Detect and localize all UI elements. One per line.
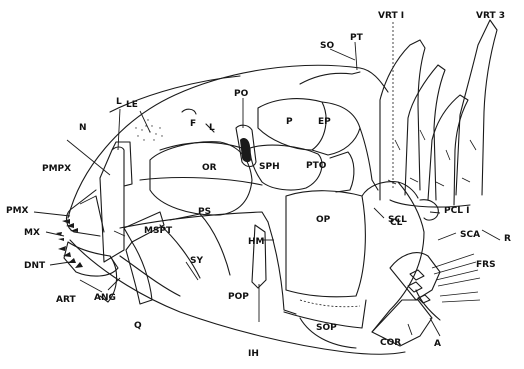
- label-or: OR: [202, 163, 217, 173]
- label-r: R: [504, 234, 511, 244]
- label-ih: IH: [248, 349, 259, 359]
- label-f: F: [190, 119, 196, 129]
- label-sph: SPH: [259, 162, 280, 172]
- label-l2: L: [209, 123, 215, 133]
- label-a: A: [434, 339, 441, 349]
- label-ep: EP: [318, 117, 331, 127]
- label-sop: SOP: [316, 323, 337, 333]
- label-cor: COR: [380, 338, 401, 348]
- label-mspt: MSPT: [144, 226, 173, 236]
- leader-lines: [34, 42, 500, 336]
- label-pto: PTO: [306, 161, 327, 171]
- label-cl: CL: [390, 218, 403, 228]
- label-pt: PT: [350, 33, 364, 43]
- label-frs: FRS: [476, 260, 496, 270]
- label-pmpx: PMPX: [42, 164, 71, 174]
- label-q: Q: [134, 321, 142, 331]
- jaws: [56, 142, 180, 302]
- label-sy: SY: [190, 256, 203, 266]
- label-hm: HM: [248, 237, 265, 247]
- label-dnt: DNT: [24, 261, 46, 271]
- label-pop: POP: [228, 292, 249, 302]
- label-p: P: [286, 117, 293, 127]
- label-pcl1: PCL I: [444, 206, 469, 216]
- neurocranium: [120, 99, 378, 228]
- vertebrae: [380, 20, 497, 207]
- label-so: SO: [320, 41, 334, 51]
- label-vrt1: VRT I: [378, 11, 404, 21]
- label-art: ART: [56, 295, 76, 305]
- label-vrt3: VRT 3: [476, 11, 505, 21]
- label-pmx: PMX: [6, 206, 29, 216]
- label-ang: ANG: [94, 293, 116, 303]
- label-ps: PS: [198, 207, 211, 217]
- label-mx: MX: [24, 228, 40, 238]
- label-op: OP: [316, 215, 331, 225]
- label-po: PO: [234, 89, 249, 99]
- label-l: L: [116, 97, 122, 107]
- label-n: N: [79, 123, 87, 133]
- label-le: LE: [126, 100, 138, 110]
- label-sca: SCA: [460, 230, 480, 240]
